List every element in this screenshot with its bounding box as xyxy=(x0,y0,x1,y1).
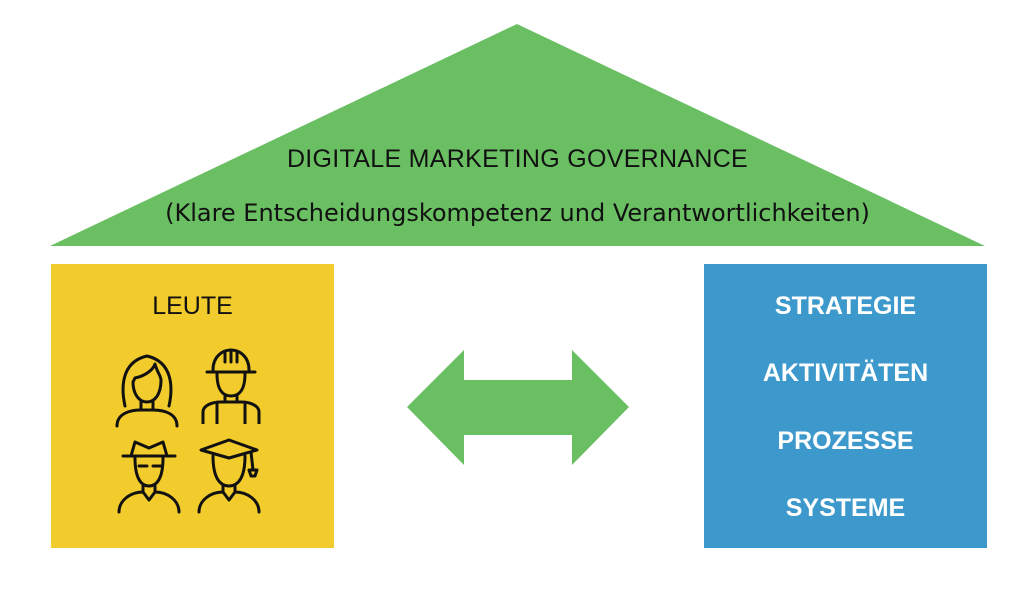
woman-icon xyxy=(111,348,183,428)
people-title: LEUTE xyxy=(152,292,233,320)
construction-worker-icon xyxy=(195,344,267,426)
double-arrow-icon xyxy=(407,350,629,465)
roof-subtitle: (Klare Entscheidungskompetenz und Verant… xyxy=(165,199,870,227)
systems-box: STRATEGIE AKTIVITÄTEN PROZESSE SYSTEME xyxy=(704,264,987,548)
governance-roof xyxy=(50,24,985,246)
systems-item-strategie: STRATEGIE xyxy=(774,292,917,320)
graduate-icon xyxy=(193,434,265,514)
systems-item-systeme: SYSTEME xyxy=(785,494,906,522)
people-box: LEUTE xyxy=(51,264,334,548)
man-with-hat-icon xyxy=(113,434,185,514)
systems-item-aktivitaeten: AKTIVITÄTEN xyxy=(762,359,929,387)
roof-title: DIGITALE MARKETING GOVERNANCE xyxy=(286,145,749,173)
systems-item-prozesse: PROZESSE xyxy=(777,427,914,455)
